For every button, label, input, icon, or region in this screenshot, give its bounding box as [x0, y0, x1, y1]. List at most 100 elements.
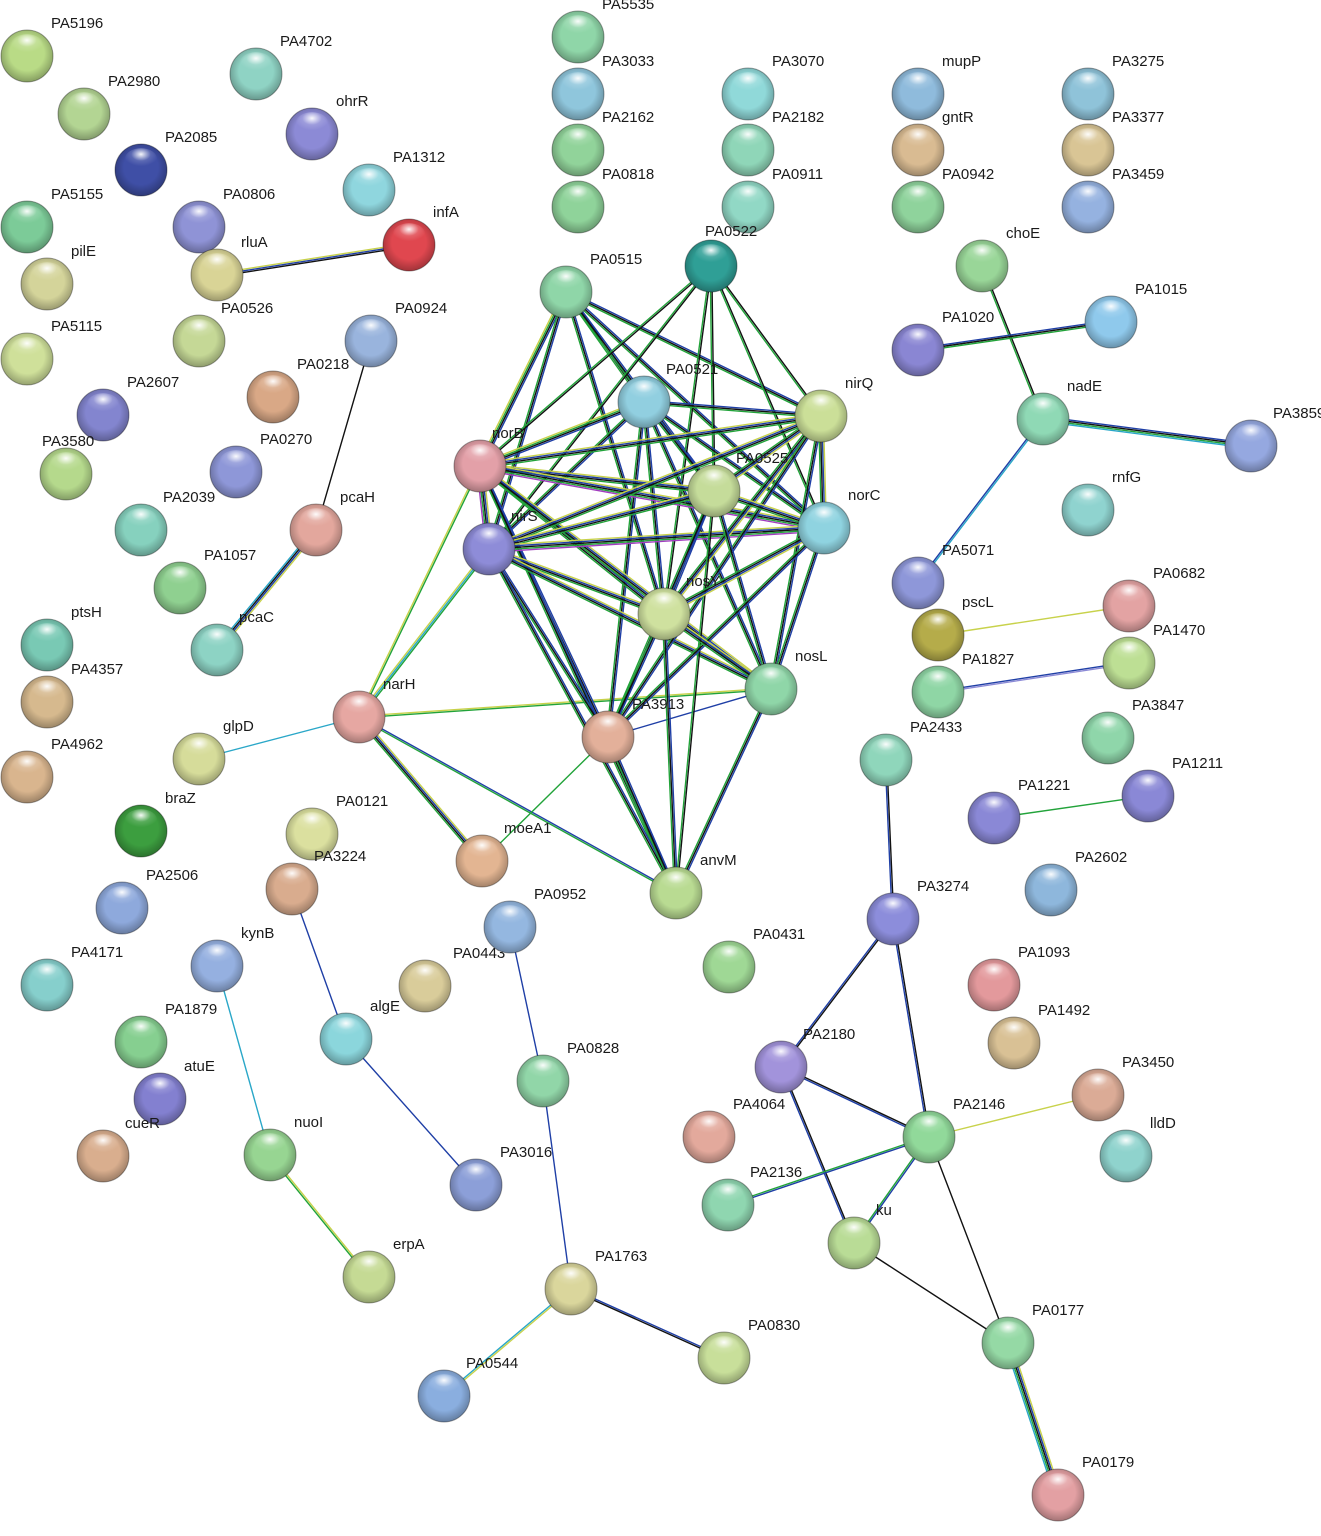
node-ball[interactable] — [794, 389, 848, 443]
node-ball[interactable] — [462, 522, 516, 576]
node-PA2146[interactable]: PA2146 — [902, 1096, 1005, 1164]
node-PA0818[interactable]: PA0818 — [551, 166, 654, 234]
edge-norB-nirQ[interactable] — [478, 412, 823, 470]
node-ball[interactable] — [1081, 711, 1135, 765]
edge-PA0521-norB[interactable] — [478, 399, 646, 469]
node-ball[interactable] — [981, 1316, 1035, 1370]
edge-PA2146-PA3450[interactable] — [928, 1094, 1099, 1138]
node-glpD[interactable]: glpD — [172, 718, 254, 786]
node-PA0942[interactable]: PA0942 — [891, 166, 994, 234]
node-ball[interactable] — [1102, 636, 1156, 690]
node-PA3580[interactable]: PA3580 — [39, 433, 94, 501]
node-algE[interactable]: algE — [319, 998, 400, 1066]
node-PA1015[interactable]: PA1015 — [1084, 281, 1187, 349]
edge-rluA-infA[interactable] — [216, 242, 410, 278]
edge-PA0828-PA1763[interactable] — [542, 1080, 572, 1290]
node-ball[interactable] — [95, 881, 149, 935]
node-ball[interactable] — [721, 123, 775, 177]
node-ball[interactable] — [190, 623, 244, 677]
node-nuoI[interactable]: nuoI — [243, 1114, 323, 1182]
node-ball[interactable] — [581, 710, 635, 764]
node-ball[interactable] — [0, 332, 54, 386]
node-ball[interactable] — [754, 1040, 808, 1094]
node-PA0177[interactable]: PA0177 — [981, 1302, 1084, 1370]
node-ball[interactable] — [289, 503, 343, 557]
node-ball[interactable] — [827, 1216, 881, 1270]
edge-PA0525-nosL[interactable] — [711, 489, 774, 691]
node-ball[interactable] — [20, 675, 74, 729]
node-ball[interactable] — [1061, 123, 1115, 177]
node-ball[interactable] — [246, 370, 300, 424]
edge-norC-PA3913[interactable] — [606, 526, 826, 739]
node-ball[interactable] — [209, 445, 263, 499]
node-PA2607[interactable]: PA2607 — [76, 374, 179, 442]
edge-moeA1-PA3913[interactable] — [481, 736, 609, 862]
edge-PA3913-nosL[interactable] — [607, 688, 772, 738]
node-PA4064[interactable]: PA4064 — [682, 1096, 785, 1164]
edge-PA3274-PA2146[interactable] — [891, 918, 931, 1138]
node-ball[interactable] — [190, 939, 244, 993]
node-PA2180[interactable]: PA2180 — [754, 1026, 855, 1094]
node-ball[interactable] — [637, 587, 691, 641]
edge-nirS-norC[interactable] — [488, 524, 825, 553]
edge-PA1827-PA1470[interactable] — [937, 661, 1130, 694]
node-ball[interactable] — [1224, 419, 1278, 473]
edge-nosY-anvM[interactable] — [661, 613, 679, 894]
node-PA0526[interactable]: PA0526 — [172, 300, 273, 368]
node-ball[interactable] — [617, 375, 671, 429]
edge-nirQ-PA3913[interactable] — [605, 414, 824, 739]
node-ball[interactable] — [911, 665, 965, 719]
node-PA1057[interactable]: PA1057 — [153, 547, 256, 615]
node-ball[interactable] — [649, 866, 703, 920]
edge-nirS-nirQ[interactable] — [487, 413, 823, 552]
node-PA1312[interactable]: PA1312 — [342, 149, 445, 217]
node-ball[interactable] — [551, 180, 605, 234]
node-PA4962[interactable]: PA4962 — [0, 736, 103, 804]
node-ball[interactable] — [911, 608, 965, 662]
node-ball[interactable] — [516, 1054, 570, 1108]
node-PA2506[interactable]: PA2506 — [95, 867, 198, 935]
node-ball[interactable] — [551, 67, 605, 121]
edge-narH-nosL[interactable] — [358, 687, 772, 719]
node-nosY[interactable]: nosY — [637, 573, 720, 641]
node-ball[interactable] — [453, 439, 507, 493]
edge-nirS-nosL[interactable] — [487, 546, 773, 692]
edge-PA2146-PA2136[interactable] — [727, 1135, 930, 1207]
edge-algE-PA3016[interactable] — [345, 1038, 477, 1186]
node-PA1827[interactable]: PA1827 — [911, 651, 1014, 719]
node-ball[interactable] — [1016, 392, 1070, 446]
node-ball[interactable] — [797, 501, 851, 555]
node-PA0544[interactable]: PA0544 — [417, 1355, 518, 1423]
node-pilE[interactable]: pilE — [20, 243, 96, 311]
node-PA1093[interactable]: PA1093 — [967, 944, 1070, 1012]
edge-PA1020-PA1015[interactable] — [917, 319, 1112, 353]
node-ball[interactable] — [398, 959, 452, 1013]
node-ku[interactable]: ku — [827, 1202, 892, 1270]
edge-PA2146-PA0177[interactable] — [928, 1136, 1009, 1344]
node-ball[interactable] — [153, 561, 207, 615]
edge-glpD-narH[interactable] — [198, 716, 360, 760]
node-ball[interactable] — [265, 862, 319, 916]
node-PA4357[interactable]: PA4357 — [20, 661, 123, 729]
node-PA0828[interactable]: PA0828 — [516, 1040, 619, 1108]
node-erpA[interactable]: erpA — [342, 1236, 425, 1304]
node-PA3859[interactable]: PA3859 — [1224, 405, 1321, 473]
node-PA4171[interactable]: PA4171 — [20, 944, 123, 1012]
node-pcaH[interactable]: pcaH — [289, 489, 375, 557]
node-PA3450[interactable]: PA3450 — [1071, 1054, 1174, 1122]
node-ball[interactable] — [1121, 769, 1175, 823]
node-ball[interactable] — [902, 1110, 956, 1164]
edge-narH-nirS[interactable] — [357, 547, 491, 719]
edge-norC-nosL[interactable] — [768, 526, 827, 691]
edge-PA0515-nosY[interactable] — [563, 290, 667, 616]
node-ball[interactable] — [0, 29, 54, 83]
edge-narH-norB[interactable] — [357, 464, 482, 719]
node-PA2433[interactable]: PA2433 — [859, 719, 962, 787]
node-ball[interactable] — [1061, 483, 1115, 537]
node-ball[interactable] — [20, 257, 74, 311]
node-ball[interactable] — [697, 1331, 751, 1385]
node-PA1211[interactable]: PA1211 — [1121, 755, 1223, 823]
node-ball[interactable] — [551, 123, 605, 177]
node-ball[interactable] — [551, 10, 605, 64]
node-PA3016[interactable]: PA3016 — [449, 1144, 552, 1212]
